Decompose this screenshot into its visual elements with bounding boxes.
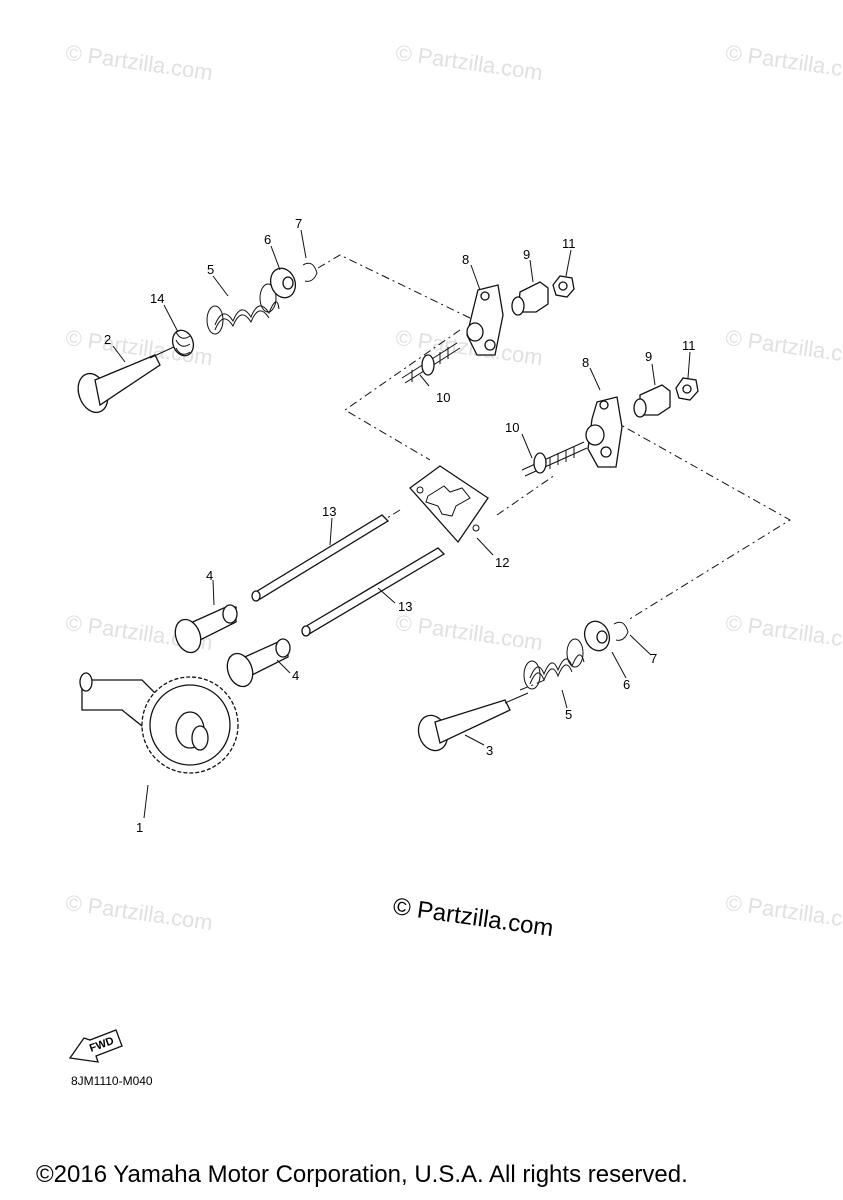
push-rod-part: [301, 547, 446, 637]
callout-10: 10: [436, 390, 450, 405]
callout-7: 7: [650, 651, 657, 666]
callout-6: 6: [623, 677, 630, 692]
callout-9: 9: [645, 349, 652, 364]
nut-part: [675, 377, 699, 401]
reference-line: [344, 329, 461, 461]
callout-4: 4: [292, 668, 299, 683]
callout-8: 8: [462, 252, 469, 267]
stud-bolt-part: [521, 441, 588, 477]
camshaft-part: [79, 672, 239, 774]
diagram-code: 8JM1110-M040: [71, 1074, 153, 1088]
reference-line: [317, 254, 471, 319]
spring-retainer-part: [583, 620, 611, 652]
collet-part: [302, 262, 318, 282]
stud-bolt-part: [401, 342, 461, 384]
valve-intake-part: [77, 344, 179, 414]
valve-seal-part: [171, 329, 195, 357]
pivot-ball-part: [511, 281, 549, 316]
reference-line: [519, 679, 546, 691]
tappet-part: [226, 638, 291, 688]
nut-part: [552, 275, 575, 298]
leader-lines: [112, 229, 691, 819]
spring-retainer-part: [269, 267, 297, 299]
callout-2: 2: [104, 332, 111, 347]
callout-7: 7: [295, 216, 302, 231]
callout-14: 14: [150, 291, 164, 306]
callout-12: 12: [495, 555, 509, 570]
footer-copyright: ©2016 Yamaha Motor Corporation, U.S.A. A…: [36, 1161, 688, 1188]
callout-6: 6: [264, 232, 271, 247]
callout-5: 5: [565, 707, 572, 722]
collet-part: [613, 621, 629, 641]
callout-13: 13: [398, 599, 412, 614]
callout-10: 10: [505, 420, 519, 435]
push-rod-part: [251, 514, 390, 602]
fwd-arrow-icon: FWD: [68, 1029, 123, 1063]
rocker-arm-part: [466, 284, 504, 356]
valve-spring-part: [206, 283, 280, 335]
callout-5: 5: [207, 262, 214, 277]
reference-line: [611, 419, 791, 621]
callout-3: 3: [486, 743, 493, 758]
callout-1: 1: [136, 820, 143, 835]
valve-exhaust-part: [417, 692, 529, 752]
valve-spring-part: [523, 638, 585, 690]
rocker-arm-part: [585, 396, 623, 468]
callout-8: 8: [582, 355, 589, 370]
callout-13: 13: [322, 504, 336, 519]
callout-11: 11: [562, 236, 576, 251]
pivot-ball-part: [633, 384, 671, 418]
guide-plate-part: [409, 465, 489, 544]
callout-9: 9: [523, 247, 530, 262]
reference-line: [496, 474, 556, 516]
callout-11: 11: [682, 338, 696, 353]
tappet-part: [174, 604, 238, 654]
callout-4: 4: [206, 568, 213, 583]
